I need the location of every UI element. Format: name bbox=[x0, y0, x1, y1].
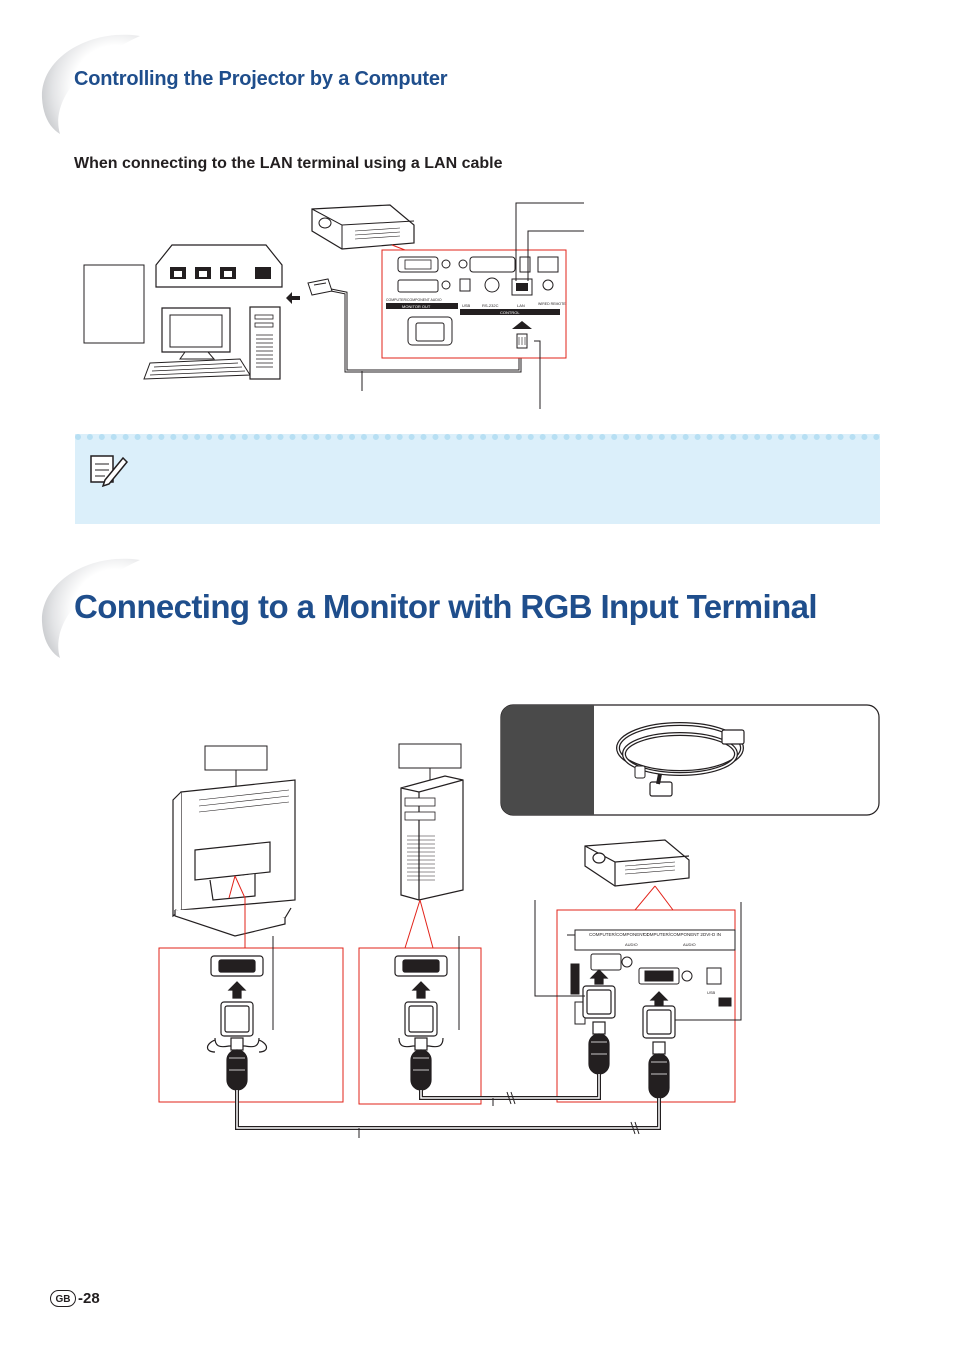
gb-badge: GB bbox=[50, 1290, 76, 1307]
note-box bbox=[75, 434, 880, 524]
lan-label-monitor-out: MONITOR OUT bbox=[402, 304, 431, 309]
computer-label-box bbox=[398, 743, 462, 769]
computer-connector-group bbox=[394, 955, 448, 1091]
projector-connector-2 bbox=[642, 991, 676, 1099]
lan-label-wired-remote: WIRED REMOTE bbox=[538, 302, 566, 306]
rgb-projector bbox=[584, 839, 690, 887]
monitor-connector-group bbox=[206, 955, 268, 1091]
section-title: Controlling the Projector by a Computer bbox=[74, 68, 448, 90]
rgb-cable-illustration bbox=[616, 722, 745, 797]
pencil-icon bbox=[90, 455, 129, 488]
monitor-connection-diagram: COMPUTER/COMPONENT 1 COMPUTER/COMPONENT … bbox=[158, 743, 742, 1138]
monitor-label-box bbox=[204, 745, 268, 771]
lan-label-lan: LAN bbox=[517, 303, 525, 308]
lan-panel: COMPUTER/COMPONENT AUDIO MONITOR OUT USB… bbox=[386, 256, 566, 349]
page-number: GB -28 bbox=[50, 1290, 100, 1307]
lan-arrow-left bbox=[286, 292, 300, 304]
lan-label-control: CONTROL bbox=[500, 310, 520, 315]
rgb-label-usb: USB bbox=[707, 990, 716, 995]
rgb-label-dvi: DVI-D IN bbox=[703, 932, 721, 937]
lan-label-rs232c: RS-232C bbox=[482, 303, 499, 308]
lan-label-box bbox=[83, 264, 145, 344]
lan-projector bbox=[311, 204, 415, 250]
rgb-monitor bbox=[172, 779, 296, 937]
lan-connection-diagram: COMPUTER/COMPONENT AUDIO MONITOR OUT USB… bbox=[83, 202, 584, 409]
rgb-label-audio-2: AUDIO bbox=[683, 942, 696, 947]
lan-label-computer-component-audio: COMPUTER/COMPONENT AUDIO bbox=[386, 298, 442, 302]
header-swoosh-top bbox=[41, 34, 140, 135]
lan-computer bbox=[143, 306, 281, 380]
page-number-text: -28 bbox=[78, 1290, 100, 1307]
lan-hub bbox=[155, 244, 283, 288]
monitor-section-title: Connecting to a Monitor with RGB Input T… bbox=[74, 588, 818, 625]
cable-supplied-box bbox=[500, 704, 880, 816]
rgb-label-computer-component-1: COMPUTER/COMPONENT 1 bbox=[589, 932, 649, 937]
rgb-computer bbox=[400, 775, 464, 901]
projector-connector-1 bbox=[582, 969, 616, 1075]
projector-panel: COMPUTER/COMPONENT 1 COMPUTER/COMPONENT … bbox=[570, 929, 736, 1025]
rgb-label-audio-1: AUDIO bbox=[625, 942, 638, 947]
header-swoosh-bottom bbox=[41, 558, 140, 658]
lan-subheading: When connecting to the LAN terminal usin… bbox=[74, 155, 503, 172]
lan-plug-left bbox=[307, 278, 333, 296]
rgb-label-computer-component-2: COMPUTER/COMPONENT 2 bbox=[643, 932, 703, 937]
lan-label-usb: USB bbox=[462, 303, 471, 308]
